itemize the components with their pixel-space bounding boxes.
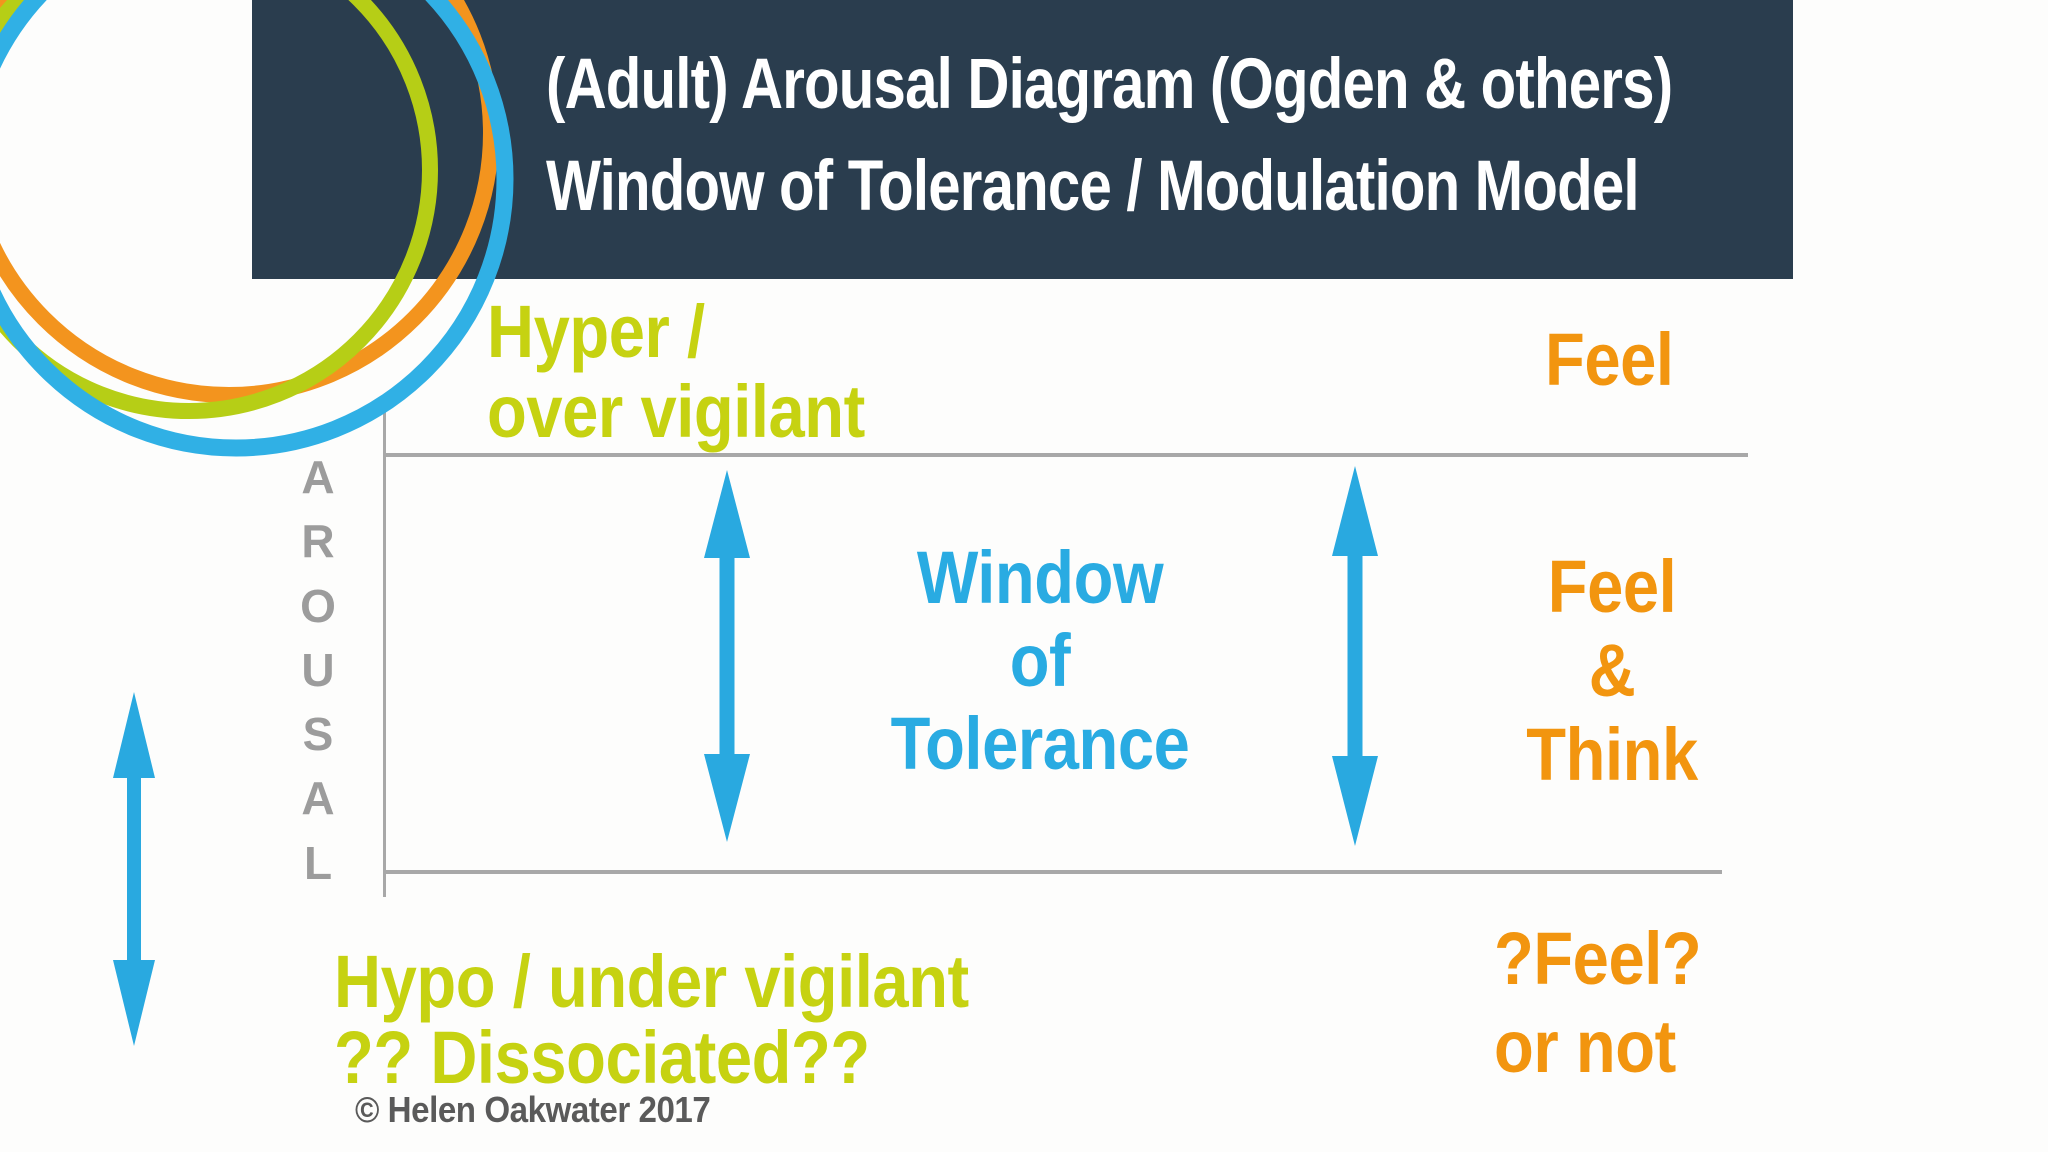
arousal-letter: R <box>301 515 335 568</box>
arousal-letter: A <box>301 772 335 825</box>
window-of-tolerance-label: Window of Tolerance <box>891 536 1190 785</box>
window-bottom-line <box>385 870 1722 874</box>
hyper-over-vigilant-label: Hyper / over vigilant <box>487 292 865 452</box>
window-double-arrow-right-icon <box>1332 466 1378 846</box>
window-top-line <box>385 453 1748 457</box>
arousal-letter: O <box>300 579 336 632</box>
window-line-1: Window <box>916 536 1164 619</box>
hypo-dissociated-label: Hypo / under vigilant ?? Dissociated?? <box>334 944 969 1096</box>
hypo-line-2: ?? Dissociated?? <box>334 1016 870 1099</box>
feel-or-not-label: ?Feel? or not <box>1494 915 1702 1091</box>
feel-or-not-line-2: or not <box>1494 1005 1676 1088</box>
feel-label: Feel <box>1545 318 1674 401</box>
arousal-letter: L <box>303 836 333 889</box>
arousal-letter: S <box>302 708 334 761</box>
header-bar: (Adult) Arousal Diagram (Ogden & others)… <box>252 0 1793 279</box>
arousal-letter: U <box>301 643 335 696</box>
feel-think-line-3: Think <box>1526 713 1698 796</box>
feel-and-think-label: Feel & Think <box>1526 545 1698 797</box>
window-line-3: Tolerance <box>890 702 1190 785</box>
hyper-line-1: Hyper / <box>487 290 705 373</box>
hyper-line-2: over vigilant <box>487 370 865 453</box>
window-line-2: of <box>1009 619 1071 702</box>
arousal-axis-line <box>383 411 386 897</box>
copyright-text: © Helen Oakwater 2017 <box>355 1089 711 1130</box>
page-title-line-2: Window of Tolerance / Modulation Model <box>546 147 1640 226</box>
feel-think-line-1: Feel <box>1547 545 1677 628</box>
hypo-line-1: Hypo / under vigilant <box>334 940 969 1023</box>
arousal-axis-label: A R O U S A L <box>288 445 348 895</box>
feel-or-not-line-1: ?Feel? <box>1494 917 1702 1000</box>
page-title-line-1: (Adult) Arousal Diagram (Ogden & others) <box>546 45 1673 124</box>
hyper-hypo-double-arrow-icon <box>113 692 155 1046</box>
feel-think-line-2: & <box>1588 629 1636 712</box>
window-double-arrow-left-icon <box>704 470 750 842</box>
arousal-letter: A <box>301 451 335 503</box>
